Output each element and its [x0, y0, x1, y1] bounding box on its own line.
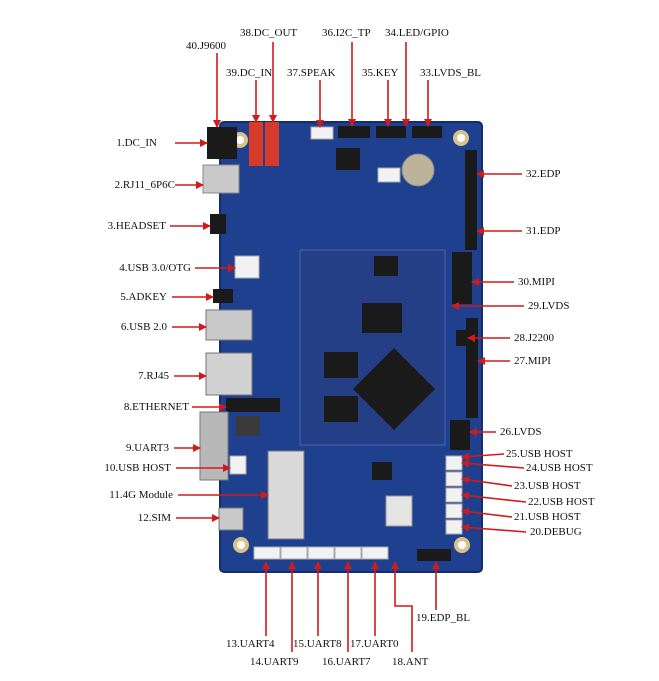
label-usb3-otg: 4.USB 3.0/OTG [119, 262, 191, 274]
label-headset: 3.HEADSET [107, 220, 166, 232]
label-uart0: 17.UART0 [350, 638, 399, 650]
label-adkey: 5.ADKEY [120, 291, 167, 303]
label-dc-out: 38.DC_OUT [240, 27, 298, 39]
label-led-gpio: 34.LED/GPIO [385, 27, 449, 39]
label-edp-32: 32.EDP [526, 168, 561, 180]
label-sim: 12.SIM [137, 512, 171, 524]
label-debug: 20.DEBUG [530, 526, 582, 538]
label-uart9: 14.UART9 [250, 656, 299, 668]
label-mipi-30: 30.MIPI [518, 276, 555, 288]
label-ethernet: 8.ETHERNET [123, 401, 189, 413]
label-usb-host-25: 25.USB HOST [506, 448, 573, 460]
chips [236, 148, 436, 527]
label-usb-host-22: 22.USB HOST [528, 496, 595, 508]
bottom-connectors [253, 546, 451, 561]
label-mipi-27: 27.MIPI [514, 355, 551, 367]
label-rj45: 7.RJ45 [138, 370, 169, 382]
label-dc-in-39: 39.DC_IN [226, 67, 273, 79]
label-lvds-29: 29.LVDS [528, 300, 570, 312]
label-usb2: 6.USB 2.0 [120, 321, 167, 333]
label-edp-bl: 19.EDP_BL [416, 612, 471, 624]
label-lvds-bl: 33.LVDS_BL [420, 67, 482, 79]
label-dc-in: 1.DC_IN [116, 137, 157, 149]
label-lvds-26: 26.LVDS [500, 426, 542, 438]
label-usb-host-23: 23.USB HOST [514, 480, 581, 492]
label-uart3: 9.UART3 [125, 442, 169, 454]
label-i2c-tp: 36.I2C_TP [322, 27, 371, 39]
label-4g-module: 11.4G Module [109, 489, 173, 501]
label-uart8: 15.UART8 [293, 638, 342, 650]
label-j9600: 40.J9600 [186, 40, 227, 52]
top-connectors [249, 122, 442, 187]
label-j2200: 28.J2200 [514, 332, 555, 344]
label-uart4: 13.UART4 [226, 638, 275, 650]
right-connectors [445, 150, 478, 535]
arrows [170, 42, 527, 652]
label-speak: 37.SPEAK [287, 67, 336, 79]
label-usb-host-21: 21.USB HOST [514, 511, 581, 523]
label-usb-host-10: 10.USB HOST [104, 462, 171, 474]
pcb-board [219, 121, 483, 573]
label-usb-host-24: 24.USB HOST [526, 462, 593, 474]
label-rj11: 2.RJ11_6P6C [114, 179, 175, 191]
label-ant: 18.ANT [392, 656, 429, 668]
label-uart7: 16.UART7 [322, 656, 371, 668]
label-key: 35.KEY [362, 67, 399, 79]
label-edp-31: 31.EDP [526, 225, 561, 237]
